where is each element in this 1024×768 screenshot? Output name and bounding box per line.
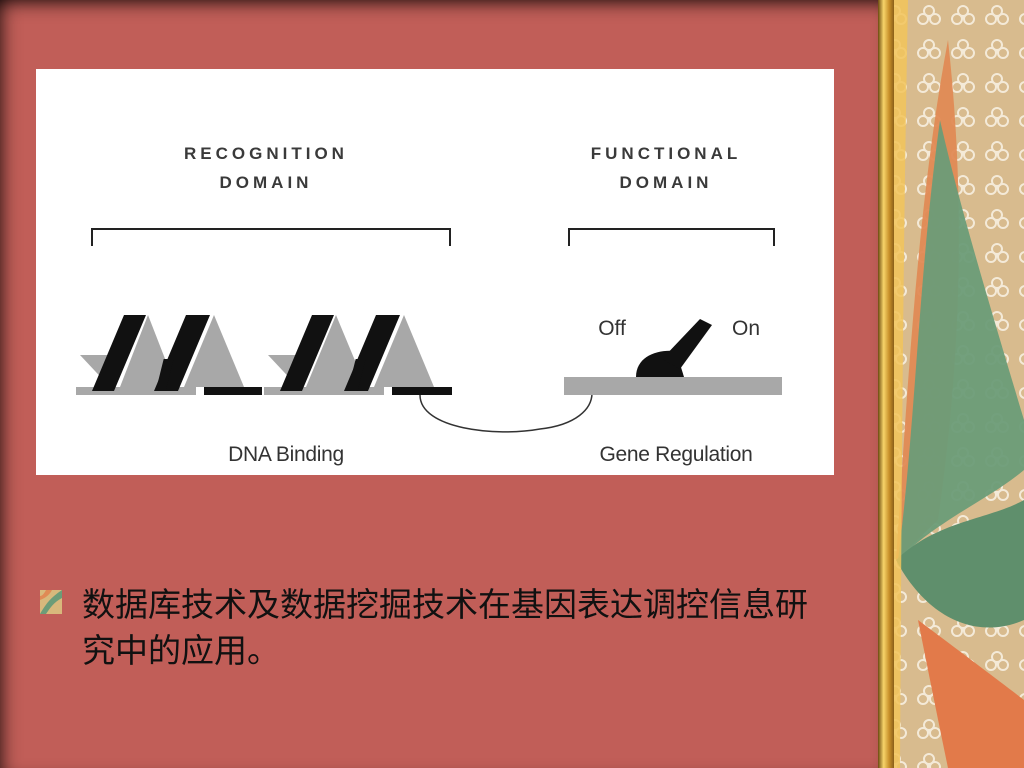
- switch-lever: [662, 319, 712, 369]
- gene-regulation-caption: Gene Regulation: [599, 443, 753, 466]
- protein-domain-diagram: RECOGNITION DOMAIN FUNCTIONAL DOMAIN Off…: [36, 69, 834, 475]
- dna-black-feet: [155, 359, 452, 395]
- bullet-text: 数据库技术及数据挖掘技术在基因表达调控信息研究中的应用。: [82, 585, 808, 670]
- recognition-domain-line1: RECOGNITION: [184, 144, 348, 163]
- switch-off-label: Off: [598, 317, 626, 340]
- linker-curve: [419, 392, 593, 433]
- functional-domain-line1: FUNCTIONAL: [590, 144, 742, 163]
- regulation-base: [564, 377, 782, 395]
- recognition-domain-label: RECOGNITION DOMAIN: [146, 139, 386, 197]
- diagram-graphics: [76, 228, 782, 433]
- functional-domain-label: FUNCTIONAL DOMAIN: [556, 139, 776, 197]
- dna-binding-caption: DNA Binding: [228, 443, 344, 466]
- functional-bracket: [568, 228, 775, 246]
- functional-domain-line2: DOMAIN: [619, 173, 713, 192]
- recognition-bracket: [91, 228, 451, 246]
- recognition-domain-line2: DOMAIN: [219, 173, 313, 192]
- dna-gray-triangles: [80, 315, 434, 387]
- floral-ribbon-decoration: [878, 0, 1024, 768]
- patterned-bullet-icon: [40, 590, 62, 614]
- switch-on-label: On: [731, 317, 760, 340]
- decorative-side-panel: [878, 0, 1024, 768]
